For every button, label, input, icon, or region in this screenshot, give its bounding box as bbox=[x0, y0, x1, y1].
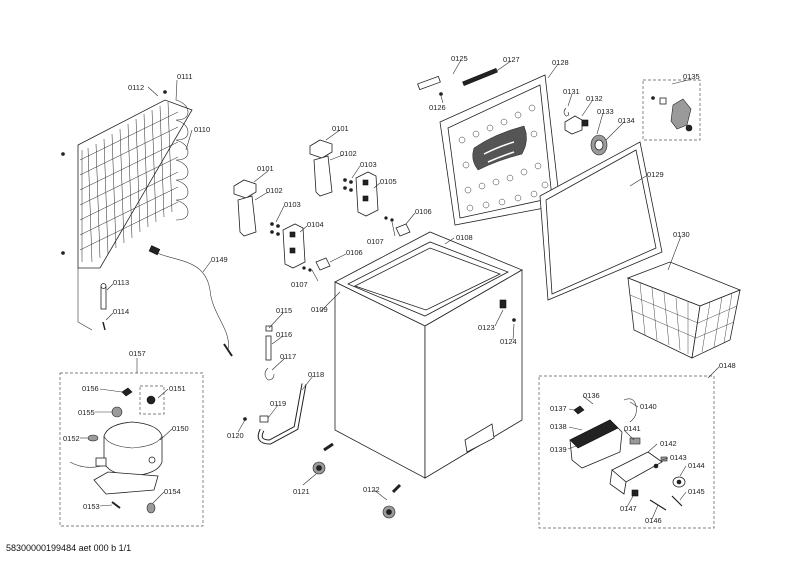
label-0127: 0127 bbox=[503, 55, 520, 64]
label-0153: 0153 bbox=[83, 502, 100, 511]
label-0149: 0149 bbox=[211, 255, 228, 264]
label-0137: 0137 bbox=[550, 404, 567, 413]
label-0109: 0109 bbox=[311, 305, 328, 314]
label-0120: 0120 bbox=[227, 431, 244, 440]
label-0138: 0138 bbox=[550, 422, 567, 431]
label-0147: 0147 bbox=[620, 504, 637, 513]
part-number-labels: 0112 0111 0110 0113 0114 0149 0101 0102 … bbox=[63, 54, 736, 525]
label-0130: 0130 bbox=[673, 230, 690, 239]
label-0123: 0123 bbox=[478, 323, 495, 332]
label-0114: 0114 bbox=[113, 307, 129, 316]
label-0132: 0132 bbox=[586, 94, 603, 103]
label-0101b: 0101 bbox=[332, 124, 349, 133]
label-0157: 0157 bbox=[129, 349, 146, 358]
basket-0130 bbox=[626, 261, 742, 359]
label-0140: 0140 bbox=[640, 402, 657, 411]
label-0136: 0136 bbox=[583, 391, 600, 400]
label-0115: 0115 bbox=[276, 306, 292, 315]
label-0102a: 0102 bbox=[266, 186, 283, 195]
lid-0128 bbox=[439, 74, 561, 226]
label-0119: 0119 bbox=[270, 399, 286, 408]
label-0151: 0151 bbox=[169, 384, 186, 393]
label-0117: 0117 bbox=[280, 352, 296, 361]
label-0133: 0133 bbox=[597, 107, 614, 116]
label-0144: 0144 bbox=[688, 461, 705, 470]
label-0154: 0154 bbox=[164, 487, 181, 496]
label-0141: 0141 bbox=[624, 424, 641, 433]
compressor-0150 bbox=[69, 421, 163, 495]
label-0105: 0105 bbox=[380, 177, 397, 186]
label-0124: 0124 bbox=[500, 337, 517, 346]
label-0134: 0134 bbox=[618, 116, 635, 125]
label-0104: 0104 bbox=[307, 220, 324, 229]
label-0113: 0113 bbox=[113, 278, 129, 287]
label-0150: 0150 bbox=[172, 424, 189, 433]
label-0145: 0145 bbox=[688, 487, 705, 496]
label-0131: 0131 bbox=[563, 87, 580, 96]
label-0106a: 0106 bbox=[415, 207, 432, 216]
hinge-assembly-left bbox=[233, 179, 331, 272]
drawing-reference-footer: 58300000199484 aet 000 b 1/1 bbox=[6, 543, 131, 553]
label-0106b: 0106 bbox=[346, 248, 363, 257]
label-0103b: 0103 bbox=[360, 160, 377, 169]
label-0135: 0135 bbox=[683, 72, 700, 81]
label-0155: 0155 bbox=[78, 408, 95, 417]
label-0129: 0129 bbox=[647, 170, 664, 179]
label-0121: 0121 bbox=[293, 487, 310, 496]
label-0111: 0111 bbox=[177, 72, 193, 81]
label-0128: 0128 bbox=[552, 58, 569, 67]
label-0126: 0126 bbox=[429, 103, 446, 112]
label-0122: 0122 bbox=[363, 485, 380, 494]
gasket-0129 bbox=[539, 141, 663, 301]
label-0116: 0116 bbox=[276, 330, 292, 339]
label-0107a: 0107 bbox=[367, 237, 384, 246]
label-0112: 0112 bbox=[128, 83, 144, 92]
thermostat-assembly-0139 bbox=[569, 419, 623, 469]
label-0107b: 0107 bbox=[291, 280, 308, 289]
label-0152: 0152 bbox=[63, 434, 80, 443]
label-0125: 0125 bbox=[451, 54, 468, 63]
label-0146: 0146 bbox=[645, 516, 662, 525]
label-0156: 0156 bbox=[82, 384, 99, 393]
label-0103a: 0103 bbox=[284, 200, 301, 209]
label-0143: 0143 bbox=[670, 453, 687, 462]
label-0148: 0148 bbox=[719, 361, 736, 370]
condenser-0110 bbox=[61, 90, 193, 331]
leader-lines bbox=[80, 59, 720, 520]
label-0139: 0139 bbox=[550, 445, 567, 454]
label-0108: 0108 bbox=[456, 233, 473, 242]
cabinet-0109 bbox=[334, 231, 523, 479]
label-0110: 0110 bbox=[194, 125, 210, 134]
label-0142: 0142 bbox=[660, 439, 677, 448]
label-0101a: 0101 bbox=[257, 164, 274, 173]
label-0102b: 0102 bbox=[340, 149, 357, 158]
label-0118: 0118 bbox=[308, 370, 324, 379]
power-cord-0149 bbox=[154, 251, 229, 351]
hinge-assembly-right bbox=[309, 139, 411, 237]
